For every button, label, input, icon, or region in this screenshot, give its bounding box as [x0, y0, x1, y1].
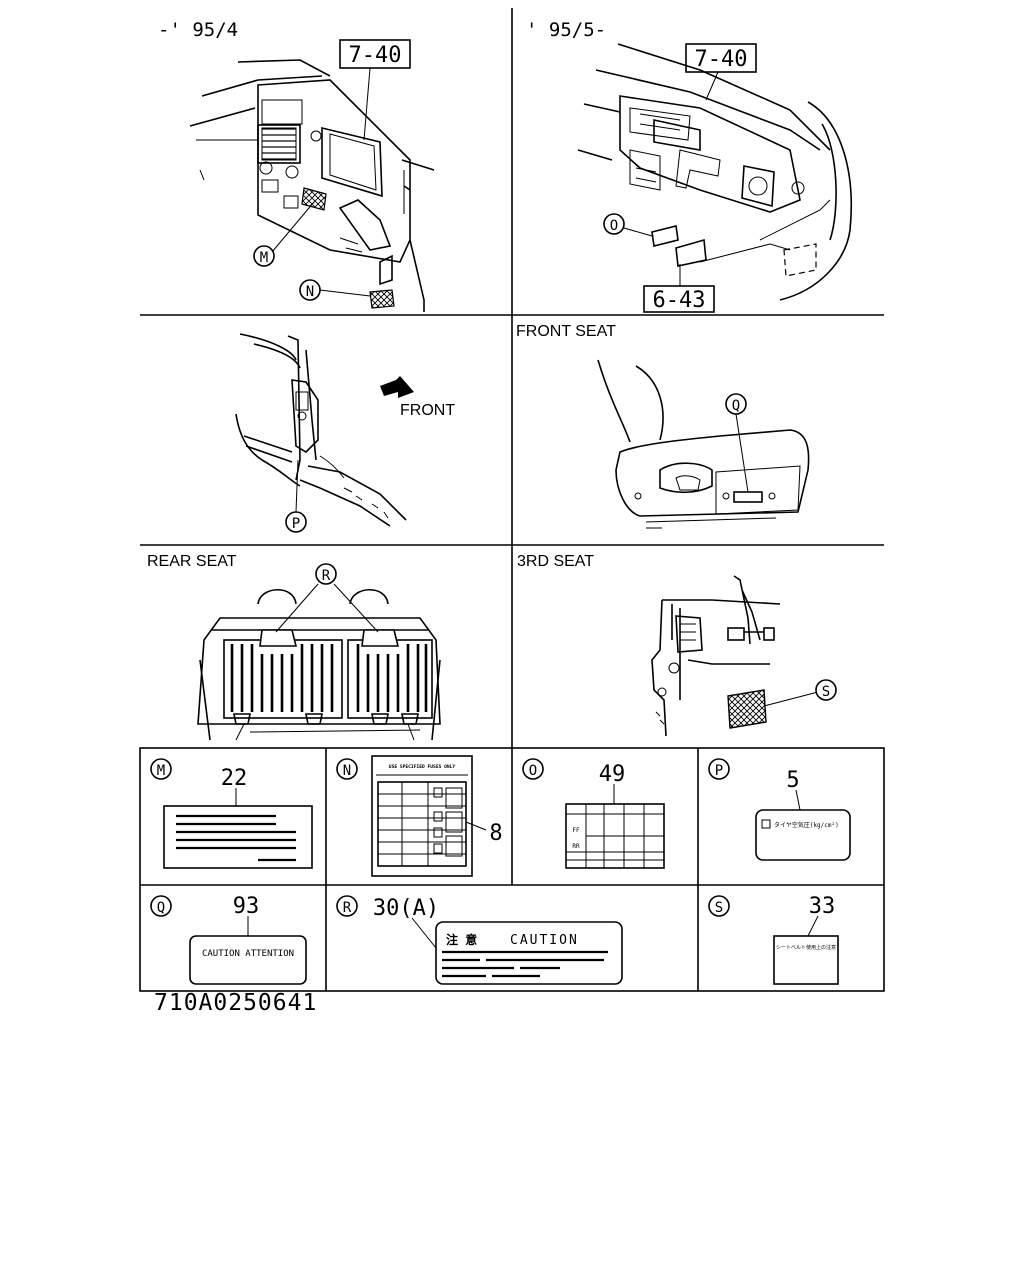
- label-s-sticker: [773, 935, 839, 985]
- label-cell-r: R 30(A) 注 意 CAUTION: [336, 895, 623, 985]
- label-m-letter: M: [157, 763, 165, 779]
- callout-r-seat: [315, 563, 337, 585]
- panel-dashboard-early: -' 95/4 7-40 M N: [158, 19, 435, 312]
- panel-pillar: FRONT P: [235, 333, 455, 533]
- label-q-letter: Q: [157, 900, 165, 916]
- svg-text:O: O: [610, 218, 618, 234]
- rear-seat-title: REAR SEAT: [147, 553, 237, 570]
- label-r-qty: 30(A): [373, 896, 439, 921]
- label-cell-m: M 22: [150, 758, 313, 869]
- document-id: 710A0250641: [154, 990, 318, 1016]
- label-n-qty: 8: [489, 821, 502, 846]
- label-n-header: USE SPECIFIED FUSES ONLY: [389, 764, 456, 770]
- panel-dashboard-late: ' 95/5- 7-40 O 6-43: [526, 19, 853, 313]
- callout-n-dash: [299, 279, 321, 301]
- label-cell-p: P 5 タイヤ空気圧(kg/cm²): [708, 758, 851, 861]
- svg-text:S: S: [822, 684, 830, 700]
- label-cell-o: O 49 FF RR: [522, 758, 665, 869]
- front-arrow-label: FRONT: [400, 402, 455, 419]
- label-q-text: CAUTION ATTENTION: [202, 949, 294, 959]
- ref-box-dash-early: [339, 39, 411, 69]
- front-seat-title: FRONT SEAT: [516, 323, 616, 340]
- svg-text:Q: Q: [732, 398, 740, 414]
- svg-text:R: R: [322, 568, 331, 584]
- ref-dash-early: 7-40: [349, 43, 402, 68]
- ref-floor: 6-43: [653, 288, 706, 313]
- label-p-text: タイヤ空気圧(kg/cm²): [774, 821, 839, 829]
- ref-dash-late: 7-40: [695, 47, 748, 72]
- label-q-sticker: [189, 935, 307, 985]
- svg-text:N: N: [306, 284, 314, 300]
- label-o-letter: O: [529, 763, 537, 779]
- label-p-letter: P: [715, 763, 723, 779]
- callout-q-seat: [725, 393, 747, 415]
- label-n-sticker: [371, 755, 473, 877]
- label-s-letter: S: [715, 900, 723, 916]
- label-cell-n: N USE SPECIFIED FUSES ONLY 8: [336, 755, 503, 877]
- callout-m-dash: [253, 245, 275, 267]
- callout-s-seat: [815, 679, 837, 701]
- label-o-row2: RR: [572, 843, 580, 850]
- label-s-qty: 33: [809, 894, 836, 919]
- label-m-qty: 22: [221, 766, 248, 791]
- ref-box-dash-late: [685, 43, 757, 73]
- label-q-qty: 93: [233, 894, 260, 919]
- callout-o-dash: [603, 213, 625, 235]
- label-n-letter: N: [343, 763, 351, 779]
- label-r-jp: 注 意: [446, 932, 477, 947]
- panel-rear-seat: REAR SEAT R: [147, 553, 441, 741]
- label-o-qty: 49: [599, 762, 626, 787]
- label-s-text: シートベルト使用上の注意: [776, 944, 836, 951]
- label-cell-s: S 33 シートベルト使用上の注意: [708, 894, 839, 985]
- label-o-row1: FF: [572, 827, 580, 834]
- label-r-text: CAUTION: [510, 933, 579, 948]
- label-cell-q: Q 93 CAUTION ATTENTION: [150, 894, 307, 985]
- svg-text:M: M: [260, 250, 268, 266]
- panel-third-seat: 3RD SEAT S: [517, 553, 837, 737]
- third-seat-title: 3RD SEAT: [517, 553, 594, 570]
- ref-box-floor: [643, 285, 715, 313]
- label-p-qty: 5: [786, 768, 799, 793]
- svg-text:P: P: [292, 516, 300, 532]
- panel-grid: [139, 8, 885, 992]
- callout-p-pillar: [285, 511, 307, 533]
- period-late-label: ' 95/5-: [526, 19, 606, 41]
- panel-front-seat: FRONT SEAT Q: [516, 323, 810, 529]
- label-r-letter: R: [343, 900, 352, 916]
- period-early-label: -' 95/4: [158, 19, 238, 41]
- label-p-sticker: [755, 809, 851, 861]
